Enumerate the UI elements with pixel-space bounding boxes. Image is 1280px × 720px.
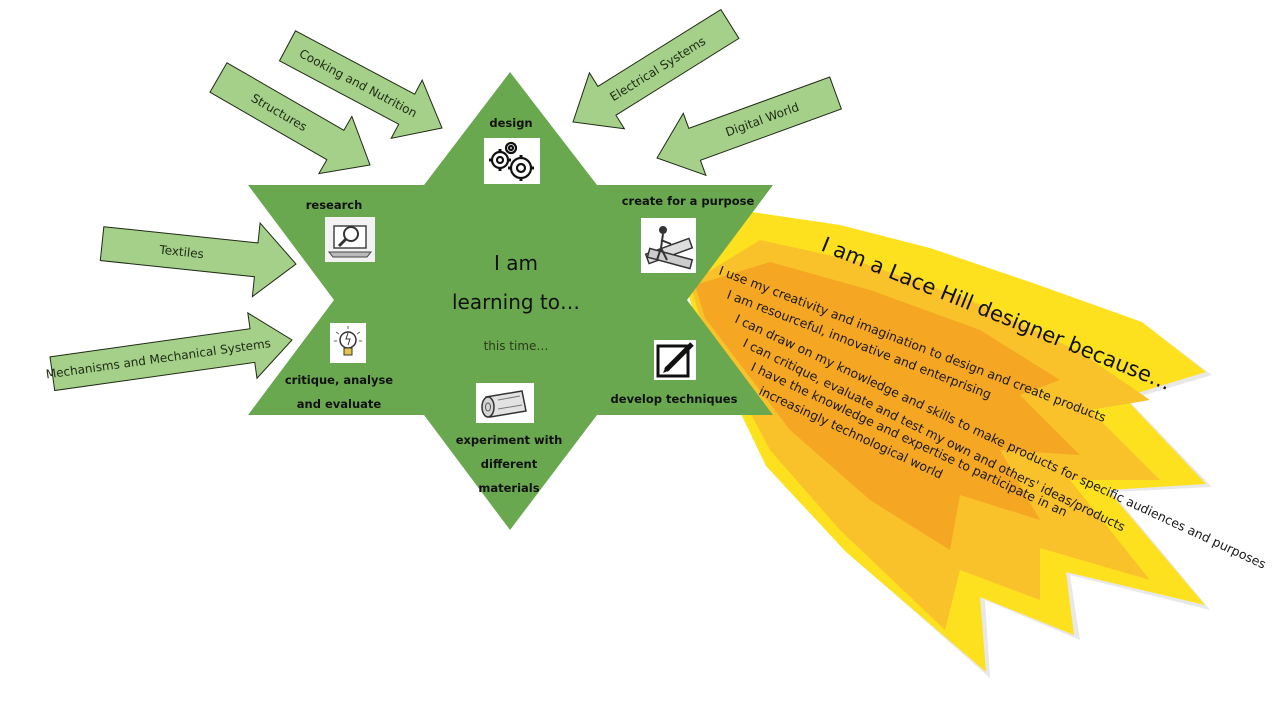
label-critique-2: and evaluate <box>297 397 382 411</box>
digital-arrow: Digital World <box>656 76 842 177</box>
laptop-magnifier-icon <box>325 217 375 262</box>
label-experiment-1: experiment with <box>456 433 563 447</box>
label-create-purpose: create for a purpose <box>622 194 755 208</box>
label-critique-1: critique, analyse <box>285 373 393 387</box>
learning-star <box>248 72 773 530</box>
label-research: research <box>306 198 363 212</box>
electrical-arrow-label: Electrical Systems <box>607 34 708 104</box>
structures-arrow: Structures <box>209 62 371 175</box>
label-design: design <box>489 116 532 130</box>
pencil-edit-icon <box>654 340 696 380</box>
center-sub: this time… <box>484 339 549 353</box>
cooking-arrow-label: Cooking and Nutrition <box>297 46 420 120</box>
textiles-arrow: Textiles <box>99 221 297 298</box>
center-line-1: I am <box>494 251 538 275</box>
lightbulb-icon <box>330 323 366 363</box>
textiles-arrow-label: Textiles <box>158 243 205 262</box>
label-experiment-2: different <box>481 457 538 471</box>
center-line-2: learning to… <box>452 290 580 314</box>
mechanisms-arrow: Mechanisms and Mechanical Systems <box>45 311 293 392</box>
sawing-wood-icon <box>641 218 696 273</box>
shooting-star-tail <box>685 212 1212 678</box>
log-icon <box>476 383 534 423</box>
label-develop: develop techniques <box>611 392 738 406</box>
gears-icon <box>484 138 540 184</box>
star-tail-orange <box>695 262 1080 550</box>
label-experiment-3: materials <box>478 481 539 495</box>
